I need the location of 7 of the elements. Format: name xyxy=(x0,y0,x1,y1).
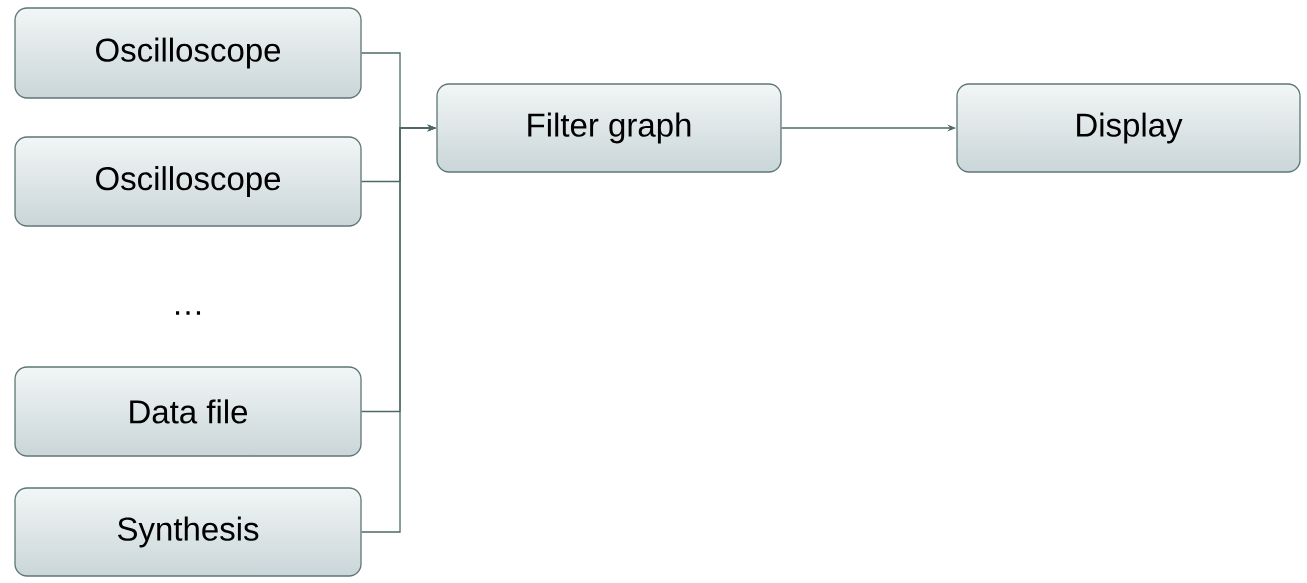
process-box: Oscilloscope xyxy=(14,7,362,99)
process-box: Synthesis xyxy=(14,487,362,577)
process-box: Display xyxy=(956,83,1301,173)
process-box: Filter graph xyxy=(436,83,782,173)
process-box: Data file xyxy=(14,366,362,457)
ellipsis-label: … xyxy=(176,311,200,315)
process-box: Oscilloscope xyxy=(14,136,362,227)
